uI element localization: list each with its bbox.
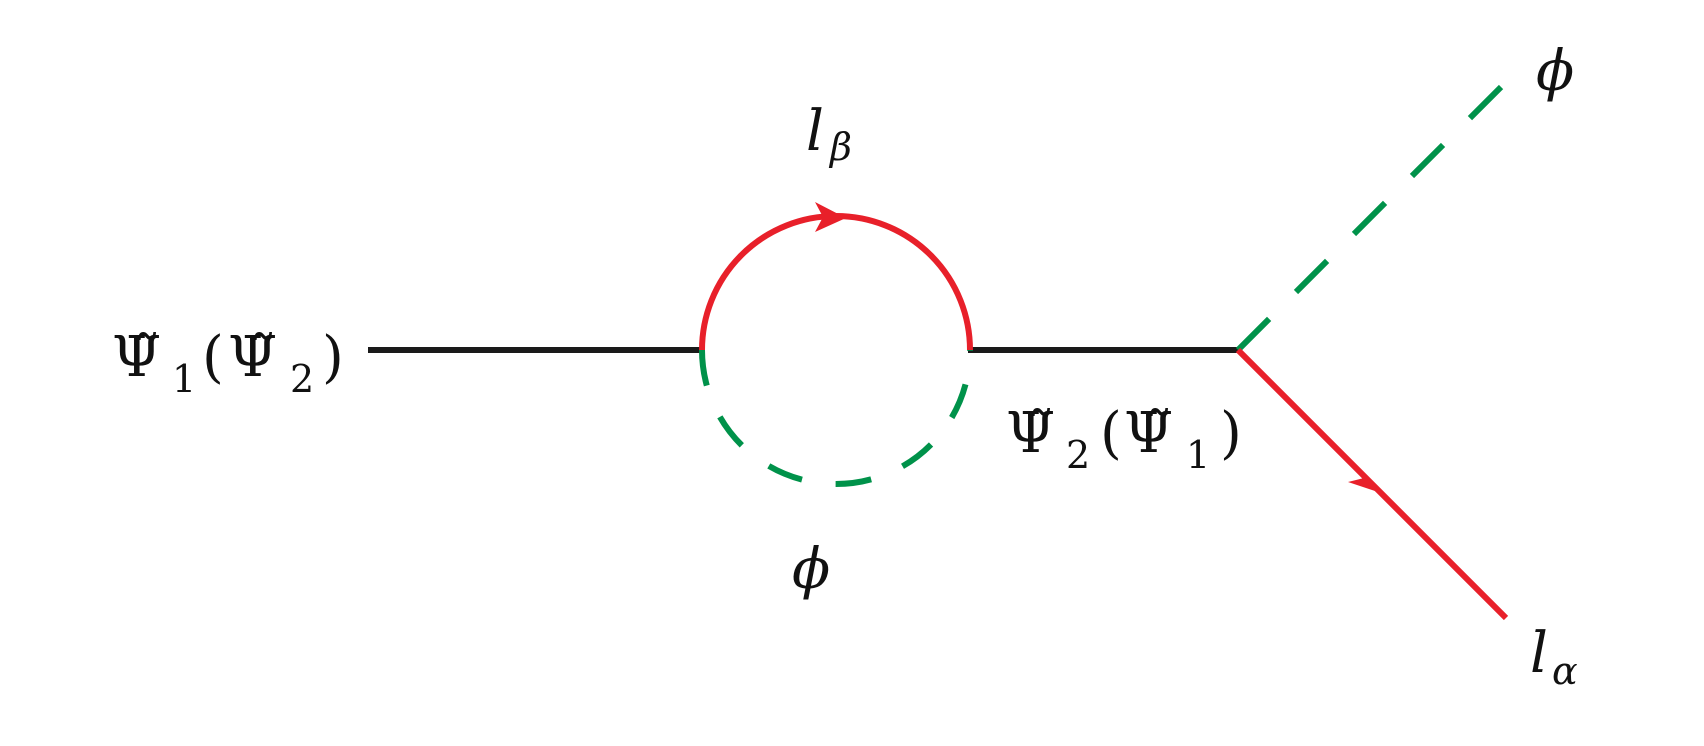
svg-text:α: α bbox=[1552, 649, 1578, 693]
svg-text:(: ( bbox=[202, 325, 224, 390]
svg-text:1: 1 bbox=[172, 357, 196, 401]
svg-text:Ψ̃: Ψ̃ bbox=[1124, 401, 1173, 466]
svg-text:β: β bbox=[828, 125, 852, 169]
svg-text:Ψ̃: Ψ̃ bbox=[1006, 401, 1055, 466]
incoming-psi-label: Ψ̃ 1 ( Ψ̃ 2 ) bbox=[112, 325, 344, 401]
outgoing-scalar-line bbox=[1235, 79, 1509, 353]
svg-text:(: ( bbox=[1100, 401, 1122, 466]
svg-text:): ) bbox=[1220, 401, 1242, 466]
svg-text:): ) bbox=[322, 325, 344, 390]
internal-psi-label: Ψ̃ 2 ( Ψ̃ 1 ) bbox=[1006, 401, 1242, 477]
svg-text:1: 1 bbox=[1186, 433, 1210, 477]
svg-text:l: l bbox=[1530, 621, 1548, 686]
loop-scalar-arc bbox=[699, 349, 973, 487]
outgoing-lepton-label: l α bbox=[1530, 621, 1578, 693]
loop-lepton-label: l β bbox=[806, 99, 852, 169]
loop-lepton-arrow bbox=[815, 202, 846, 232]
svg-text:Ψ̃: Ψ̃ bbox=[112, 325, 161, 390]
svg-text:2: 2 bbox=[290, 357, 314, 401]
loop-scalar-label: ϕ bbox=[792, 537, 830, 602]
outgoing-scalar-label: ϕ bbox=[1536, 39, 1574, 104]
svg-text:Ψ̃: Ψ̃ bbox=[228, 325, 277, 390]
svg-text:2: 2 bbox=[1066, 433, 1090, 477]
svg-text:l: l bbox=[806, 99, 824, 164]
loop-lepton-arc bbox=[699, 213, 973, 351]
outgoing-lepton-arrow bbox=[1348, 462, 1378, 492]
outgoing-lepton-line bbox=[1235, 347, 1509, 621]
